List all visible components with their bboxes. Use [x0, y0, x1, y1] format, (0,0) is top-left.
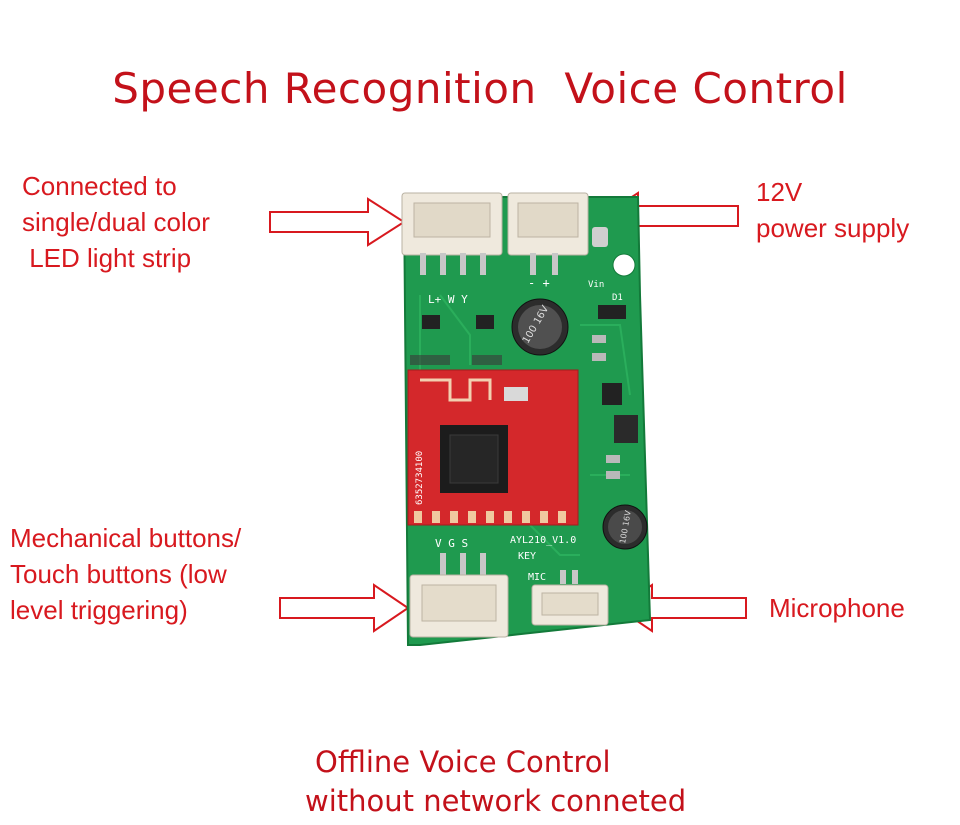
led-strip-label: Connected to single/dual color LED light… [22, 168, 210, 276]
capacitor-large: 100 16V [511, 298, 569, 356]
arrow-right-icon [269, 197, 406, 247]
power-supply-label-line: 12V [756, 177, 803, 207]
voice-module: 6352734100 [407, 369, 579, 526]
led-strip-label-line: Connected to [22, 171, 177, 201]
capacitor-small: 100 16V [602, 504, 648, 550]
microphone-label: Microphone [769, 590, 905, 626]
power-supply-label-line: power supply [756, 213, 910, 243]
module-id-label: 6352734100 [415, 451, 425, 505]
led-strip-label-line: LED light strip [22, 243, 192, 273]
silkscreen-mic: MIC [528, 572, 546, 583]
silkscreen-button-pins: V G S [435, 537, 468, 550]
power-supply-label: 12V power supply [756, 174, 909, 246]
footer-line-1: Offline Voice Control [315, 745, 611, 779]
silkscreen-key: KEY [518, 551, 536, 562]
silkscreen-d1: D1 [612, 293, 623, 303]
power-connector [507, 192, 608, 275]
silkscreen-model: AYL210_V1.0 [510, 535, 576, 546]
silkscreen-led-pins: L+ W Y [428, 293, 468, 306]
buttons-label-line: Mechanical buttons/ [10, 523, 242, 553]
pcb-board: L+ W Y - + Vin D1 100 16V 6352734100 [401, 192, 652, 646]
footer-line-2: without network conneted [305, 784, 687, 818]
led-strip-label-line: single/dual color [22, 207, 210, 237]
buttons-connector [409, 574, 509, 638]
silkscreen-vin: Vin [588, 280, 604, 290]
buttons-label-line: level triggering) [10, 595, 188, 625]
page-title: Speech Recognition Voice Control [112, 64, 848, 113]
microphone-label-line: Microphone [769, 593, 905, 623]
silkscreen-power-pins: - + [528, 276, 550, 290]
arrow-right-icon [279, 583, 410, 633]
microphone-connector [531, 584, 609, 626]
led-connector [401, 192, 503, 275]
buttons-label-line: Touch buttons (low [10, 559, 227, 589]
buttons-label: Mechanical buttons/ Touch buttons (low l… [10, 520, 241, 628]
